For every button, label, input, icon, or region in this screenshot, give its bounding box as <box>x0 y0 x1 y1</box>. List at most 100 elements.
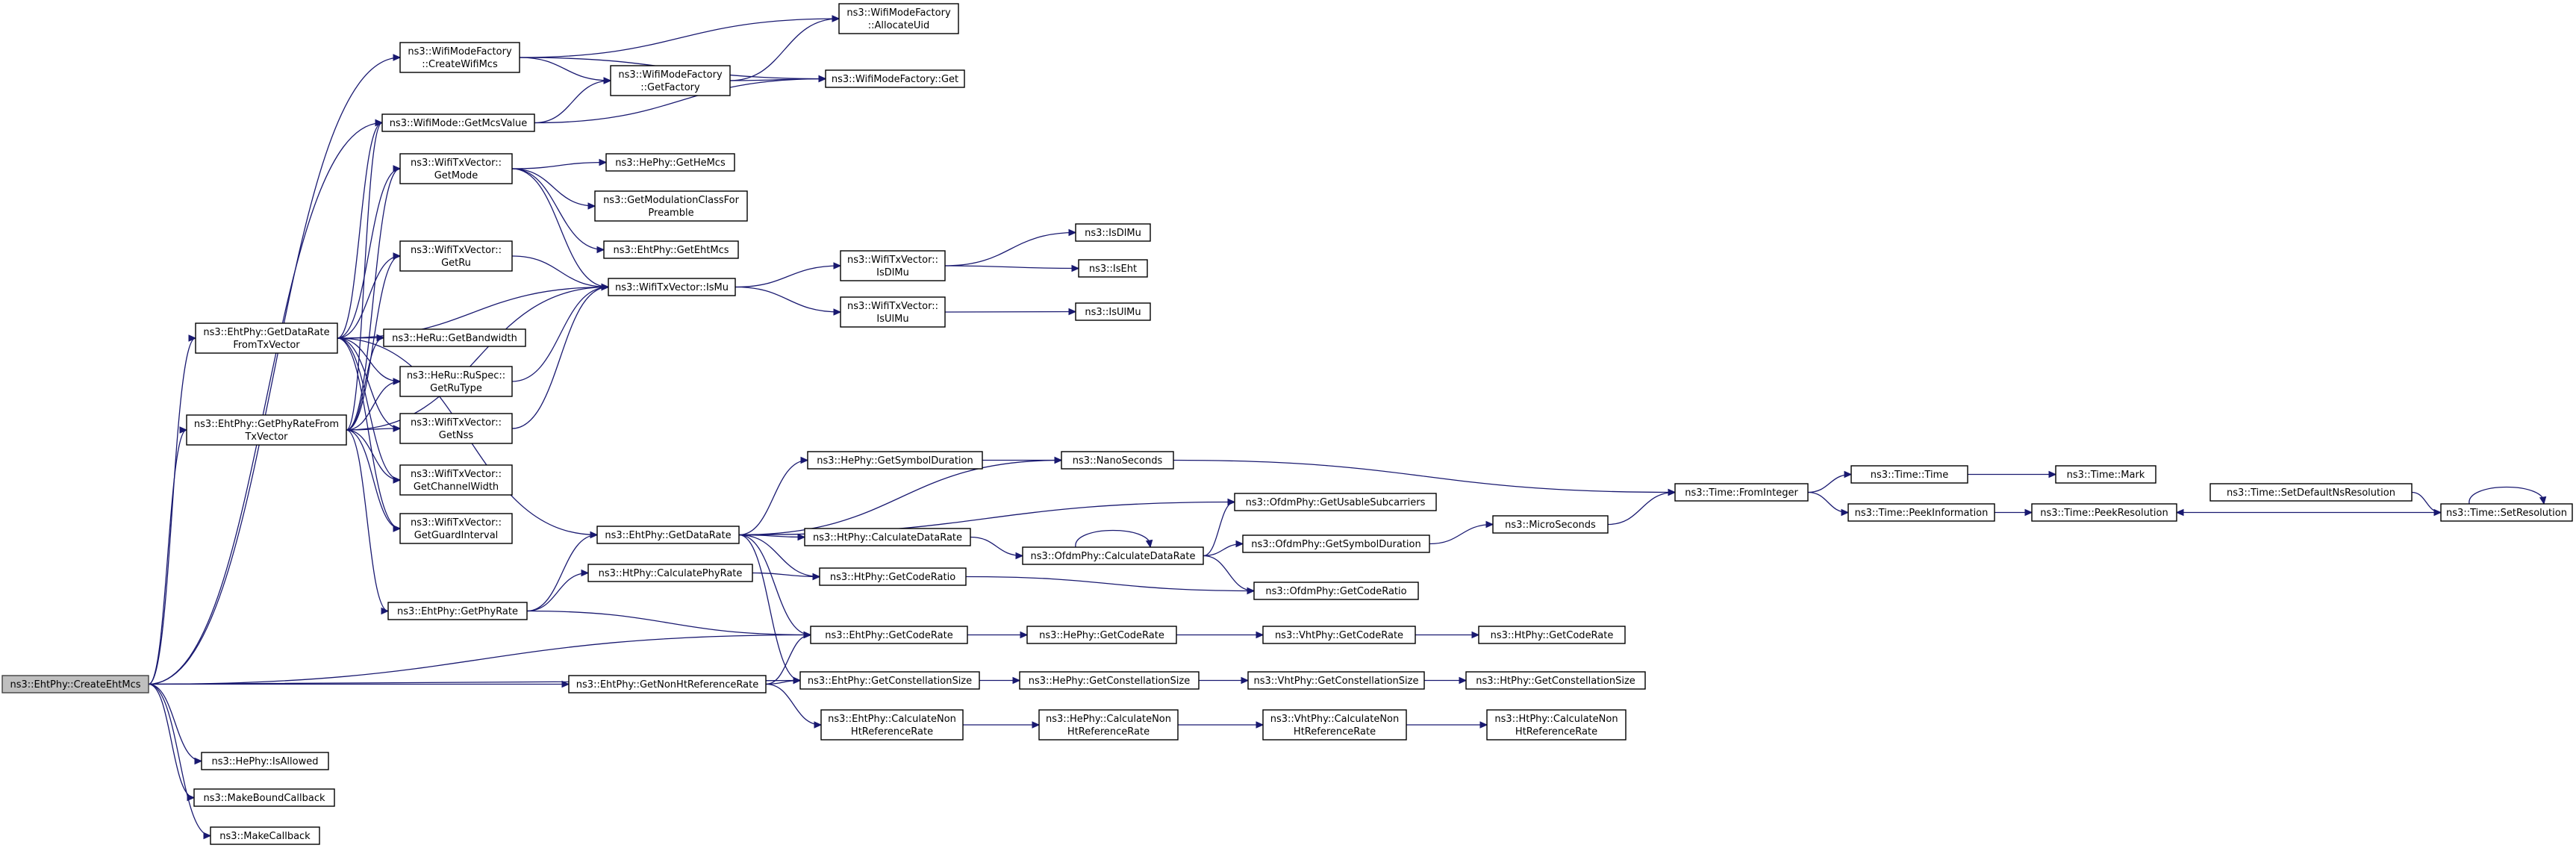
node-wmf-allocateuid[interactable]: ns3::WifiModeFactory::AllocateUid <box>838 3 959 34</box>
edge-vhtphy-getcoderate-to-htphy-getcoderate <box>1415 631 1480 639</box>
node-hephy-getsymbolduration[interactable]: ns3::HePhy::GetSymbolDuration <box>807 451 983 470</box>
edge-arrowhead <box>1068 228 1077 237</box>
edge-ofdm-calculatedatarate-to-ofdm-getsymbolduration <box>1203 540 1244 557</box>
node-hephy-getcoderate[interactable]: ns3::HePhy::GetCodeRate <box>1026 626 1177 644</box>
node-label: GetRu <box>441 258 471 269</box>
node-txv-isulmu[interactable]: ns3::WifiTxVector::IsUlMu <box>840 296 946 328</box>
node-ehtphy-getphyrate[interactable]: ns3::EhtPhy::GetPhyRate <box>387 602 528 620</box>
node-box <box>2055 465 2156 484</box>
edge-arrowhead <box>818 75 827 83</box>
node-htphy-getcoderate[interactable]: ns3::HtPhy::GetCodeRate <box>1478 626 1626 644</box>
node-makecallback[interactable]: ns3::MakeCallback <box>210 826 320 845</box>
node-txv-getnss[interactable]: ns3::WifiTxVector::GetNss <box>399 413 513 444</box>
edge-line <box>148 337 196 685</box>
node-txv-getchannelwidth[interactable]: ns3::WifiTxVector::GetChannelWidth <box>399 464 513 496</box>
node-label: GetGuardInterval <box>414 530 499 541</box>
edge-arrowhead <box>194 757 203 765</box>
node-txv-getru[interactable]: ns3::WifiTxVector::GetRu <box>399 240 513 272</box>
node-ehtphy-getcoderate[interactable]: ns3::EhtPhy::GetCodeRate <box>810 626 968 644</box>
node-wmf-get[interactable]: ns3::WifiModeFactory::Get <box>825 69 965 88</box>
node-box <box>2440 503 2573 522</box>
edge-ehtphy-getnonhtreferencerate-to-ehtphy-getcoderate <box>765 631 812 685</box>
node-ofdm-getusablesubcarriers[interactable]: ns3::OfdmPhy::GetUsableSubcarriers <box>1234 493 1437 511</box>
node-time-mark[interactable]: ns3::Time::Mark <box>2055 465 2156 484</box>
node-label: IsDlMu <box>876 267 909 278</box>
edge-hephy-calculatenonhtreferencerate-to-vhtphy-calculatenonhtreferencerate <box>1177 721 1264 729</box>
node-makeboundcallback[interactable]: ns3::MakeBoundCallback <box>193 788 335 807</box>
node-ofdm-calculatedatarate[interactable]: ns3::OfdmPhy::CalculateDataRate <box>1022 546 1204 565</box>
node-ehtphy-getconstellationsize[interactable]: ns3::EhtPhy::GetConstellationSize <box>799 671 980 690</box>
node-label: ns3::MicroSeconds <box>1505 520 1596 531</box>
node-txv-getguardinterval[interactable]: ns3::WifiTxVector::GetGuardInterval <box>399 513 513 544</box>
node-txv-isdlmu[interactable]: ns3::WifiTxVector::IsDlMu <box>840 250 946 281</box>
node-time-time[interactable]: ns3::Time::Time <box>1850 465 1968 484</box>
node-htphy-getconstellationsize[interactable]: ns3::HtPhy::GetConstellationSize <box>1465 671 1646 690</box>
node-createehtmcs[interactable]: ns3::EhtPhy::CreateEhtMcs <box>1 675 149 693</box>
node-wifimode-getmcsvalue[interactable]: ns3::WifiMode::GetMcsValue <box>381 113 535 132</box>
edge-line <box>526 610 811 636</box>
edge-arrowhead <box>797 533 806 541</box>
edge-arrowhead <box>393 54 402 61</box>
node-hephy-getconstellationsize[interactable]: ns3::HePhy::GetConstellationSize <box>1019 671 1200 690</box>
node-ehtphy-getdatarate[interactable]: ns3::EhtPhy::GetDataRate <box>596 526 740 544</box>
edge-wifimode-getmcsvalue-to-wmf-get <box>534 75 827 124</box>
edge-ehtphy-getphyratefromtxvector-to-heru-getbandwidth <box>346 334 385 431</box>
node-time-frominteger[interactable]: ns3::Time::FromInteger <box>1674 483 1809 502</box>
node-vhtphy-getconstellationsize[interactable]: ns3::VhtPhy::GetConstellationSize <box>1247 671 1425 690</box>
node-ehtphy-getnonhtreferencerate[interactable]: ns3::EhtPhy::GetNonHtReferenceRate <box>568 675 767 693</box>
edge-line <box>148 634 811 685</box>
edge-line <box>1173 459 1676 493</box>
node-isdlmu[interactable]: ns3::IsDlMu <box>1075 223 1151 242</box>
node-time-setdefaultnsresolution[interactable]: ns3::Time::SetDefaultNsResolution <box>2209 483 2413 502</box>
node-box <box>399 413 513 444</box>
node-htphy-calculatedatarate[interactable]: ns3::HtPhy::CalculateDataRate <box>804 528 971 546</box>
node-box <box>1262 626 1416 644</box>
edge-line <box>148 57 401 685</box>
node-ofdm-getsymbolduration[interactable]: ns3::OfdmPhy::GetSymbolDuration <box>1242 534 1430 553</box>
node-ofdm-getcoderatio[interactable]: ns3::OfdmPhy::GetCodeRatio <box>1253 582 1419 600</box>
node-heru-getbandwidth[interactable]: ns3::HeRu::GetBandwidth <box>383 328 526 347</box>
node-hephy-isallowed[interactable]: ns3::HePhy::IsAllowed <box>201 752 329 770</box>
node-time-peekresolution[interactable]: ns3::Time::PeekResolution <box>2031 503 2177 522</box>
node-wmf-createwifimcs[interactable]: ns3::WifiModeFactory::CreateWifiMcs <box>399 42 520 73</box>
node-wmf-getfactory[interactable]: ns3::WifiModeFactory::GetFactory <box>610 65 731 96</box>
node-label: ns3::HtPhy::CalculateNon <box>1494 714 1618 725</box>
node-nanoseconds[interactable]: ns3::NanoSeconds <box>1061 451 1174 470</box>
node-time-setresolution[interactable]: ns3::Time::SetResolution <box>2440 503 2573 522</box>
node-ehtphy-getehtmcs[interactable]: ns3::EhtPhy::GetEhtMcs <box>603 240 739 259</box>
edge-htphy-getcoderatio-to-ofdm-getcoderatio <box>965 576 1256 595</box>
node-htphy-calculatephyrate[interactable]: ns3::HtPhy::CalculatePhyRate <box>587 564 753 582</box>
node-box <box>840 296 946 328</box>
edge-arrowhead <box>1471 631 1480 639</box>
edge-line <box>346 122 383 431</box>
node-htphy-getcoderatio[interactable]: ns3::HtPhy::GetCodeRatio <box>819 567 967 586</box>
node-txv-getmode[interactable]: ns3::WifiTxVector::GetMode <box>399 153 513 184</box>
edge-arrowhead <box>2175 508 2184 517</box>
node-vhtphy-getcoderate[interactable]: ns3::VhtPhy::GetCodeRate <box>1262 626 1416 644</box>
node-label: ns3::Time::PeekResolution <box>2040 508 2168 519</box>
edge-arrowhead <box>179 426 188 434</box>
node-label: ns3::WifiTxVector:: <box>411 469 502 480</box>
node-hephy-gethemcs[interactable]: ns3::HePhy::GetHeMcs <box>605 153 735 172</box>
edge-arrowhead <box>1668 488 1677 496</box>
node-box <box>399 240 513 272</box>
edge-line <box>1429 523 1494 545</box>
node-microseconds[interactable]: ns3::MicroSeconds <box>1492 515 1609 534</box>
node-label: ns3::NanoSeconds <box>1073 455 1163 467</box>
node-time-peekinformation[interactable]: ns3::Time::PeekInformation <box>1847 503 1995 522</box>
edge-line <box>970 536 1023 557</box>
edge-arrowhead <box>393 165 402 172</box>
node-box <box>807 451 983 470</box>
node-heru-rutype[interactable]: ns3::HeRu::RuSpec::GetRuType <box>399 366 513 397</box>
node-isulmu[interactable]: ns3::IsUlMu <box>1075 302 1151 321</box>
edge-createehtmcs-to-wmf-createwifimcs <box>148 54 402 685</box>
node-txv-ismu[interactable]: ns3::WifiTxVector::IsMu <box>608 278 736 296</box>
node-iseht[interactable]: ns3::IsEht <box>1078 259 1148 278</box>
